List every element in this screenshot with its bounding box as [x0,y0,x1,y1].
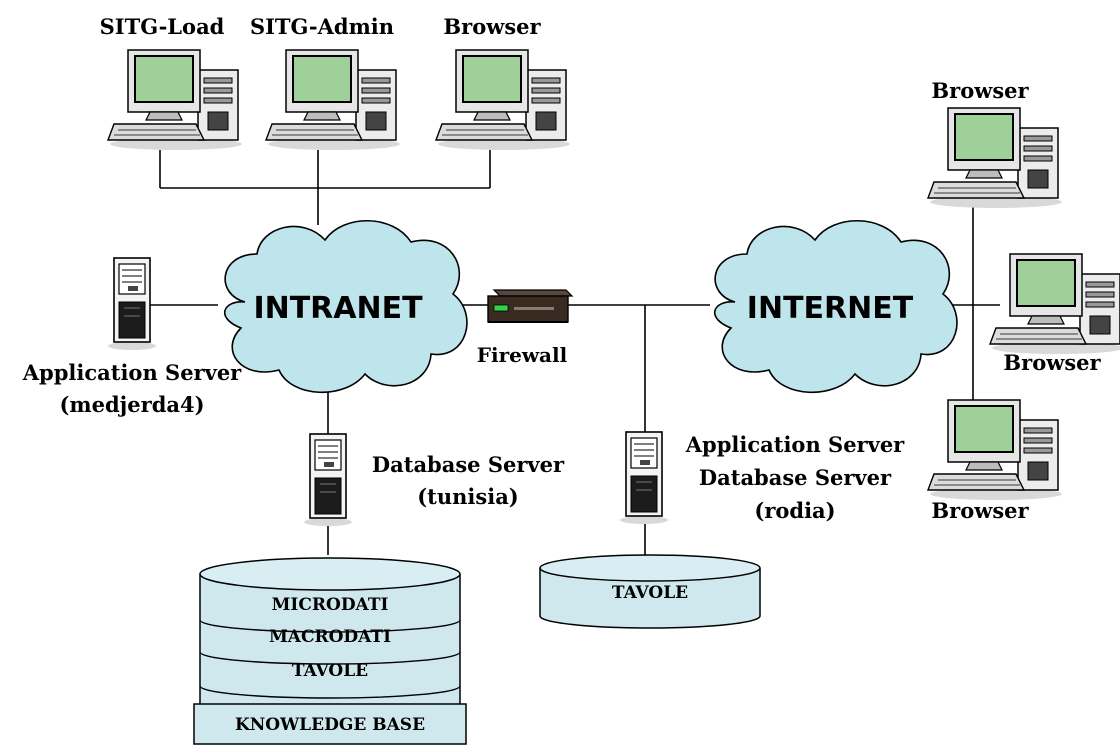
database-layer-label: MACRODATI [269,627,391,647]
client-label: SITG-Load [100,14,225,39]
desktop-computer-icon [927,107,1063,209]
intranet-label: INTRANET [253,291,423,326]
database-rodia-stack: TAVOLE [539,554,761,629]
desktop-computer-icon [989,253,1120,355]
desktop-computer-icon [107,49,243,151]
client-label: Browser [931,498,1029,523]
client-sitg-load: SITG-Load [100,14,243,151]
database-cylinder-icon [539,554,761,629]
client-browser-top: Browser [435,14,571,151]
database-server-tunisia: Database Server (tunisia) [303,433,565,527]
desktop-computer-icon [435,49,571,151]
server-label-line1: Application Server [22,360,242,385]
firewall: Firewall [477,289,574,367]
client-browser-right-1: Browser [927,78,1063,209]
client-browser-right-2: Browser [989,253,1120,375]
client-label: SITG-Admin [250,14,394,39]
internet-label: INTERNET [747,291,914,326]
server-label-line3: (rodia) [754,498,835,523]
intranet-cloud: INTRANET [223,219,468,394]
desktop-computer-icon [927,399,1063,501]
server-label-line1: Application Server [685,432,905,457]
server-label-line1: Database Server [372,452,565,477]
server-label-line2: Database Server [699,465,892,490]
client-browser-right-3: Browser [927,399,1063,523]
client-sitg-admin: SITG-Admin [250,14,401,151]
server-label-line2: (tunisia) [417,484,519,509]
database-cylinder-icon [193,557,467,745]
database-layer-label: KNOWLEDGE BASE [235,715,425,735]
application-server-medjerda4: Application Server (medjerda4) [22,257,242,417]
database-layer-label: MICRODATI [272,595,389,615]
desktop-computer-icon [265,49,401,151]
client-label: Browser [443,14,541,39]
database-layer-label: TAVOLE [612,583,688,603]
application-database-server-rodia: Application Server Database Server (rodi… [619,431,905,525]
tower-server-icon [107,257,157,351]
tower-server-icon [619,431,669,525]
firewall-label: Firewall [477,343,568,367]
client-label: Browser [931,78,1029,103]
client-label: Browser [1003,350,1101,375]
database-tunisia-stack: MICRODATI MACRODATI TAVOLE KNOWLEDGE BAS… [193,557,467,745]
internet-cloud: INTERNET [713,219,958,394]
database-layer-label: TAVOLE [292,661,368,681]
tower-server-icon [303,433,353,527]
firewall-icon [487,289,574,323]
server-label-line2: (medjerda4) [59,392,204,417]
